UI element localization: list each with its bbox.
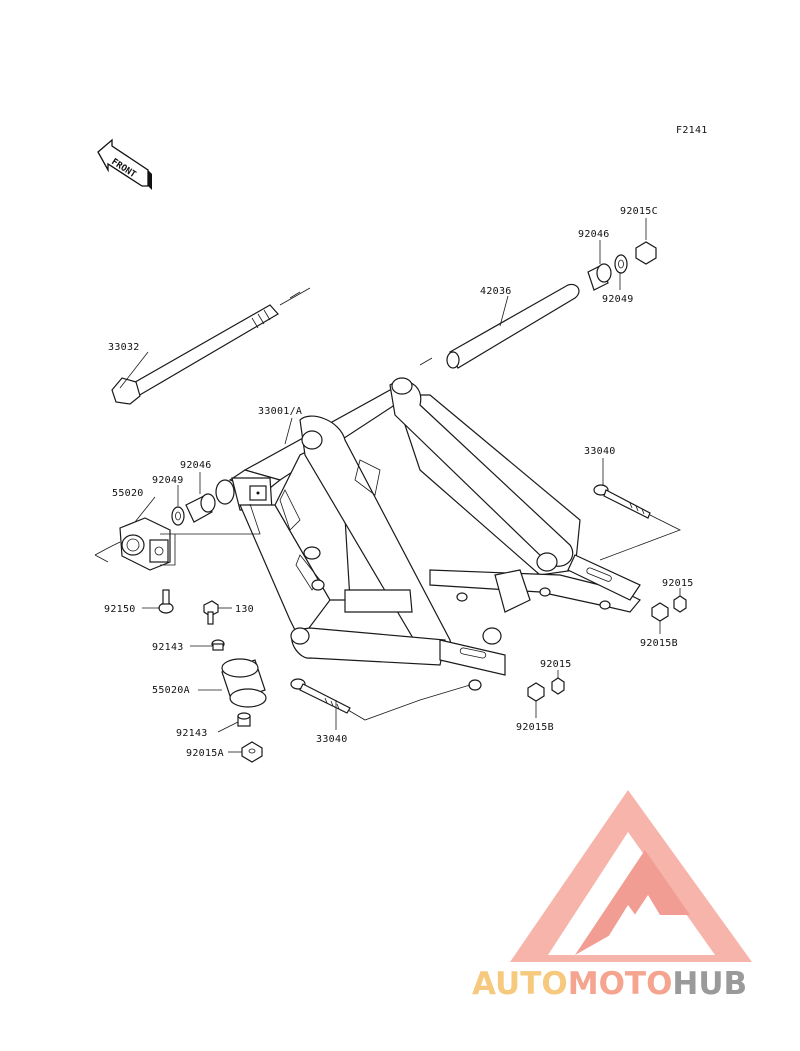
watermark-auto: AUTO (472, 966, 568, 1002)
callout-92046-left: 92046 (180, 460, 212, 471)
callout-42036: 42036 (480, 286, 512, 297)
callout-33032: 33032 (108, 342, 140, 353)
collar-92143-bottom (237, 712, 251, 727)
nut-92015B-bottom (527, 682, 545, 702)
bracket-55020 (119, 517, 171, 571)
callout-33001A: 33001/A (258, 406, 302, 417)
nut-92015A (241, 741, 263, 763)
swing-arm-33001 (215, 377, 641, 691)
washer-92049-left (171, 506, 185, 526)
figure-code: F2141 (676, 125, 708, 136)
adjuster-bolt-33040-bottom (290, 678, 351, 714)
leader-lines (94, 218, 681, 753)
callout-92015-right: 92015 (662, 578, 694, 589)
callout-33040-right: 33040 (584, 446, 616, 457)
nut-92015B-right (651, 602, 669, 622)
callout-55020A: 55020A (152, 685, 190, 696)
watermark-hub: HUB (672, 966, 747, 1002)
callout-92015B-right: 92015B (640, 638, 678, 649)
callout-92015-bottom: 92015 (540, 659, 572, 670)
collar-92143-top (211, 639, 225, 651)
nut-92015C (635, 241, 657, 265)
callout-92015A: 92015A (186, 748, 224, 759)
watermark-logo-icon (510, 790, 752, 962)
nut-92015-right (673, 595, 687, 613)
washer-92049-top (614, 254, 628, 274)
front-arrow-icon: FRONT (97, 138, 152, 190)
callout-92049-left: 92049 (152, 475, 184, 486)
bearing-92046-top (587, 263, 612, 291)
callout-labels: 33032 42036 92015C 92046 92049 33001/A 9… (104, 206, 694, 759)
nut-92015-bottom (551, 677, 565, 695)
callout-92143-top: 92143 (152, 642, 184, 653)
watermark-moto: MOTO (568, 966, 673, 1002)
callout-92049-top: 92049 (602, 294, 634, 305)
callout-92143-bottom: 92143 (176, 728, 208, 739)
svg-text:AUTOMOTOHUB: AUTOMOTOHUB (472, 966, 747, 1002)
callout-92046-top: 92046 (578, 229, 610, 240)
pivot-shaft-33032 (111, 287, 311, 405)
adjuster-bolt-33040-right (593, 484, 651, 519)
bearing-92046-left (185, 493, 216, 523)
callout-130: 130 (235, 604, 254, 615)
watermark-wordmark: AUTOMOTOHUB (472, 966, 747, 1002)
bolt-130 (203, 600, 219, 625)
callout-92015C: 92015C (620, 206, 658, 217)
callout-92015B-bottom: 92015B (516, 722, 554, 733)
shaft-tube-42036 (446, 283, 580, 369)
callout-92150: 92150 (104, 604, 136, 615)
bushing-55020A (221, 658, 267, 708)
callout-33040-bottom: 33040 (316, 734, 348, 745)
callout-55020: 55020 (112, 488, 144, 499)
bolt-92150 (158, 589, 174, 614)
